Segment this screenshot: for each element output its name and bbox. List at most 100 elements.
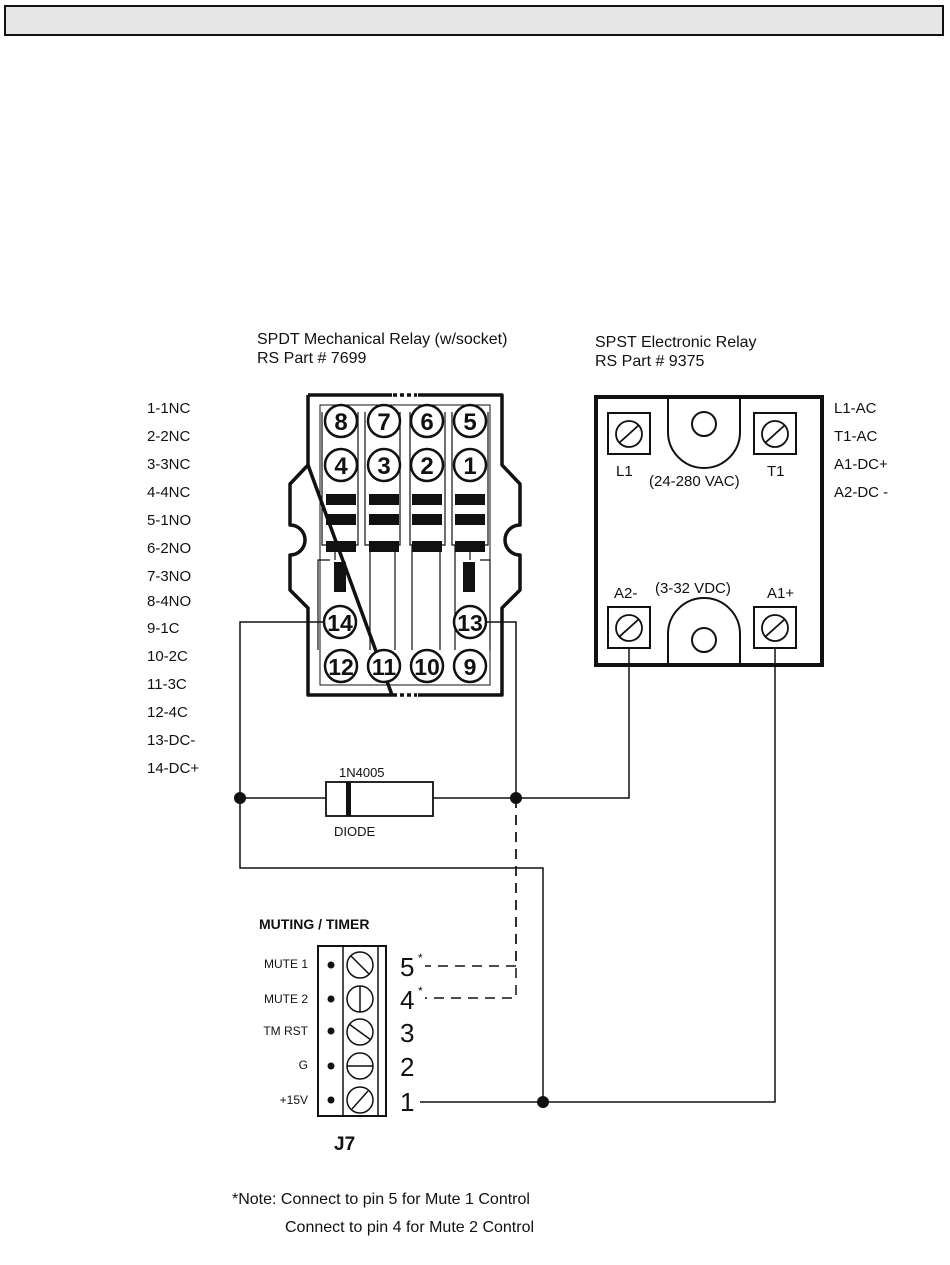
ssr-legend-item: T1-AC xyxy=(834,428,878,445)
junction-dot xyxy=(234,792,246,804)
pin-legend-item: 11-3C xyxy=(147,676,187,693)
wire-diode-right-to-a2 xyxy=(433,648,630,799)
terminal-number-1: 1 xyxy=(400,1087,414,1117)
wire-mute2-dashed xyxy=(425,798,517,999)
pin-legend-item: 2-2NC xyxy=(147,428,191,445)
pin-4-label: 4 xyxy=(334,453,348,480)
pins-top-row: 8 7 6 5 xyxy=(323,403,488,439)
connector-label: J7 xyxy=(334,1134,355,1155)
pin-4 xyxy=(323,447,359,483)
diode-label: DIODE xyxy=(334,824,376,839)
socket-outline xyxy=(288,393,522,697)
pin-legend-item: 3-3NC xyxy=(147,456,191,473)
pin-2 xyxy=(409,447,445,483)
terminal-number-2: 2 xyxy=(400,1052,414,1082)
pin-14-label: 14 xyxy=(327,610,353,636)
pin-3 xyxy=(366,447,402,483)
pin-5 xyxy=(452,403,488,439)
note-line-1: *Note: Connect to pin 5 for Mute 1 Contr… xyxy=(232,1191,530,1208)
pin-legend: 1-1NC 2-2NC 3-3NC 4-4NC 5-1NO 6-2NO 7-3N… xyxy=(147,400,199,777)
pins-coil: 14 13 xyxy=(322,604,488,640)
pin-legend-item: 14-DC+ xyxy=(147,760,199,777)
junction-dots xyxy=(234,792,549,1108)
wire-a1-to-15v xyxy=(420,648,776,1103)
ssr-terminal-l1: L1 xyxy=(616,463,633,480)
pin-5-label: 5 xyxy=(463,409,476,436)
pin-7-label: 7 xyxy=(377,409,390,436)
ssr-terminal-a2: A2- xyxy=(614,585,637,602)
note-line-2: Connect to pin 4 for Mute 2 Control xyxy=(285,1219,534,1236)
terminal-label-mute2: MUTE 2 xyxy=(264,992,308,1006)
ssr-title: SPST Electronic Relay xyxy=(595,334,757,351)
ssr-dc-range: (3-32 VDC) xyxy=(655,580,731,597)
pin-legend-item: 10-2C xyxy=(147,648,188,665)
terminal-number-4: 4 xyxy=(400,985,414,1015)
pin-10 xyxy=(409,648,445,684)
mech-relay-title: SPDT Mechanical Relay (w/socket) xyxy=(257,331,507,348)
diode-cathode-band xyxy=(346,782,351,816)
ssr-terminal-a1: A1+ xyxy=(767,585,794,602)
diode: 1N4005 DIODE xyxy=(325,765,434,839)
contact-bars xyxy=(326,494,485,592)
pin-6-label: 6 xyxy=(420,409,433,436)
pin-1 xyxy=(452,447,488,483)
terminal-block: MUTING / TIMER MUTE 1 5 * MUTE 2 4 * TM … xyxy=(259,916,423,1155)
ssr-legend-item: L1-AC xyxy=(834,400,877,417)
pin-legend-item: 4-4NC xyxy=(147,484,191,501)
terminal-label-g: G xyxy=(299,1058,308,1072)
terminal-block-title: MUTING / TIMER xyxy=(259,916,369,932)
terminal-number-5: 5 xyxy=(400,952,414,982)
pin-legend-item: 6-2NO xyxy=(147,540,191,557)
pins-bottom-row: 12 11 10 9 xyxy=(323,648,488,684)
pin-2-label: 2 xyxy=(420,453,433,480)
header-bar xyxy=(4,5,944,36)
pin-1-label: 1 xyxy=(463,453,476,480)
ssr-legend: L1-AC T1-AC A1-DC+ A2-DC - xyxy=(834,400,888,501)
pin-13-label: 13 xyxy=(457,610,483,636)
pin-legend-item: 8-4NO xyxy=(147,593,191,610)
screw-icon xyxy=(346,1086,374,1114)
wire-pin14-to-15v xyxy=(239,621,544,1102)
pin-11-label: 11 xyxy=(372,654,397,680)
pins-second-row: 4 3 2 1 xyxy=(323,447,488,483)
ssr-part: RS Part # 9375 xyxy=(595,353,705,370)
terminal-label-15v: +15V xyxy=(280,1093,308,1107)
diode-body xyxy=(325,781,434,817)
pin-legend-item: 9-1C xyxy=(147,620,180,637)
mech-relay-part: RS Part # 7699 xyxy=(257,350,367,367)
terminal-label-mute1: MUTE 1 xyxy=(264,957,308,971)
pin-8-label: 8 xyxy=(334,409,347,436)
mechanical-relay-labels: SPDT Mechanical Relay (w/socket) RS Part… xyxy=(257,331,507,367)
solid-state-relay-labels: SPST Electronic Relay RS Part # 9375 xyxy=(595,334,757,370)
wire-pin13 xyxy=(486,621,517,797)
pin-legend-item: 1-1NC xyxy=(147,400,191,417)
pin-8 xyxy=(323,403,359,439)
pin-3-label: 3 xyxy=(377,453,390,480)
pin-legend-item: 12-4C xyxy=(147,704,188,721)
diode-part: 1N4005 xyxy=(339,765,385,780)
pin-12 xyxy=(323,648,359,684)
ssr-ac-range: (24-280 VAC) xyxy=(649,473,740,490)
terminal-label-tm-rst: TM RST xyxy=(263,1024,308,1038)
screw-icon xyxy=(346,1018,374,1046)
relay-socket: 8 7 6 5 4 3 2 1 14 xyxy=(288,393,522,697)
pin-legend-item: 7-3NO xyxy=(147,568,191,585)
note: *Note: Connect to pin 5 for Mute 1 Contr… xyxy=(232,1191,534,1236)
terminal-mark-4: * xyxy=(418,984,423,998)
solid-state-relay: L1 T1 (24-280 VAC) A2- A1+ (3-32 VDC) xyxy=(594,395,824,667)
pin-legend-item: 13-DC- xyxy=(147,732,195,749)
pin-10-label: 10 xyxy=(414,654,440,680)
screw-icon xyxy=(346,951,374,979)
pin-6 xyxy=(409,403,445,439)
ssr-legend-item: A2-DC - xyxy=(834,484,888,501)
pin-12-label: 12 xyxy=(328,654,354,680)
pin-legend-item: 5-1NO xyxy=(147,512,191,529)
pin-11 xyxy=(366,648,402,684)
junction-dot xyxy=(537,1096,549,1108)
ssr-legend-item: A1-DC+ xyxy=(834,456,888,473)
terminal-mark-5: * xyxy=(418,951,423,965)
pin-7 xyxy=(366,403,402,439)
pin-9-label: 9 xyxy=(464,654,477,680)
